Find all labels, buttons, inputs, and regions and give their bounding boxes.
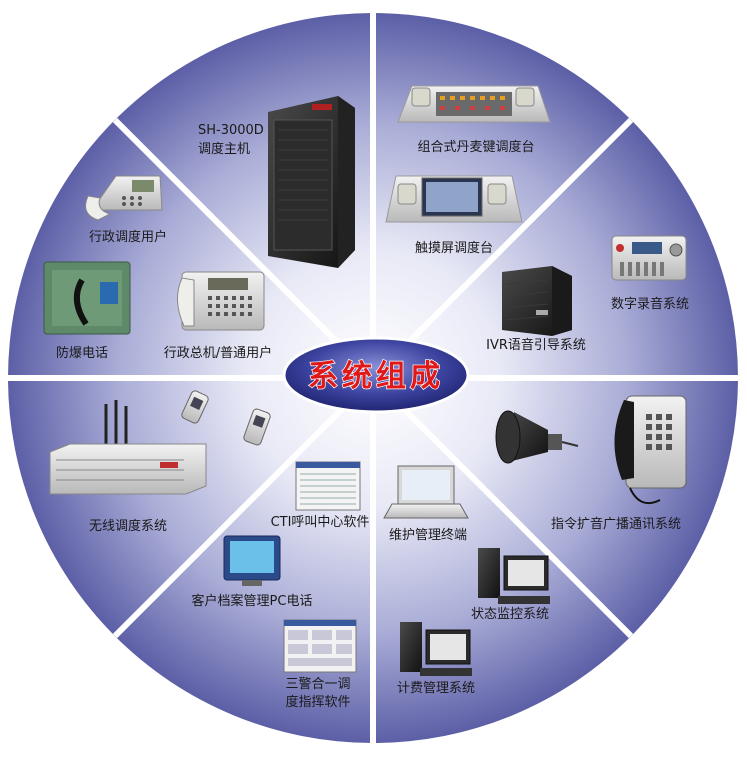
label-combo-console: 组合式丹麦键调度台 [417,139,534,155]
label-sanjing-line1: 三警合一调 [285,676,350,692]
software-screen-icon [295,461,361,511]
wireless-base-station-icon [49,400,207,495]
center-title: 系统组成 [308,359,444,394]
label-cti: CTI呼叫中心软件 [271,515,370,530]
label-billing: 计费管理系统 [397,681,475,696]
laptop-icon [383,465,469,519]
label-touch-console: 触摸屏调度台 [415,240,493,256]
label-crm: 客户档案管理PC电话 [192,593,313,609]
horn-speaker-icon [495,410,579,464]
key-console-icon [397,85,551,123]
label-sanjing-line2: 度指挥软件 [285,694,350,710]
pc-phone-icon [223,535,281,586]
label-recorder: 数字录音系统 [611,296,689,312]
touchscreen-console-icon [385,175,523,223]
desk-phone-icon [85,175,163,221]
label-monitor: 状态监控系统 [471,607,549,622]
label-admin-main: 行政总机/普通用户 [164,345,272,361]
center-ellipse [282,336,470,414]
rack-cabinet-icon [268,96,355,268]
label-wireless: 无线调度系统 [89,518,167,534]
label-sh3000d-model: SH-3000D [198,123,264,138]
software-screen-icon [283,619,357,673]
explosion-proof-phone-icon [43,261,131,335]
desk-phone-icon [177,271,265,331]
label-admin-user: 行政调度用户 [89,229,167,245]
wall-phone-icon [614,395,687,504]
label-sh3000d-name: 调度主机 [198,141,250,157]
audio-recorder-icon [611,235,687,281]
desktop-pc-icon [478,548,550,604]
desktop-pc-icon [400,622,472,676]
ivr-unit-icon [502,266,572,336]
label-maintenance: 维护管理终端 [389,527,467,543]
mobile-phone-icon [181,390,271,446]
wheel-spokes [8,13,738,743]
label-ivr: IVR语音引导系统 [486,337,586,353]
label-broadcast: 指令扩音广播通讯系统 [551,516,681,532]
label-explosion-phone: 防爆电话 [56,345,108,361]
